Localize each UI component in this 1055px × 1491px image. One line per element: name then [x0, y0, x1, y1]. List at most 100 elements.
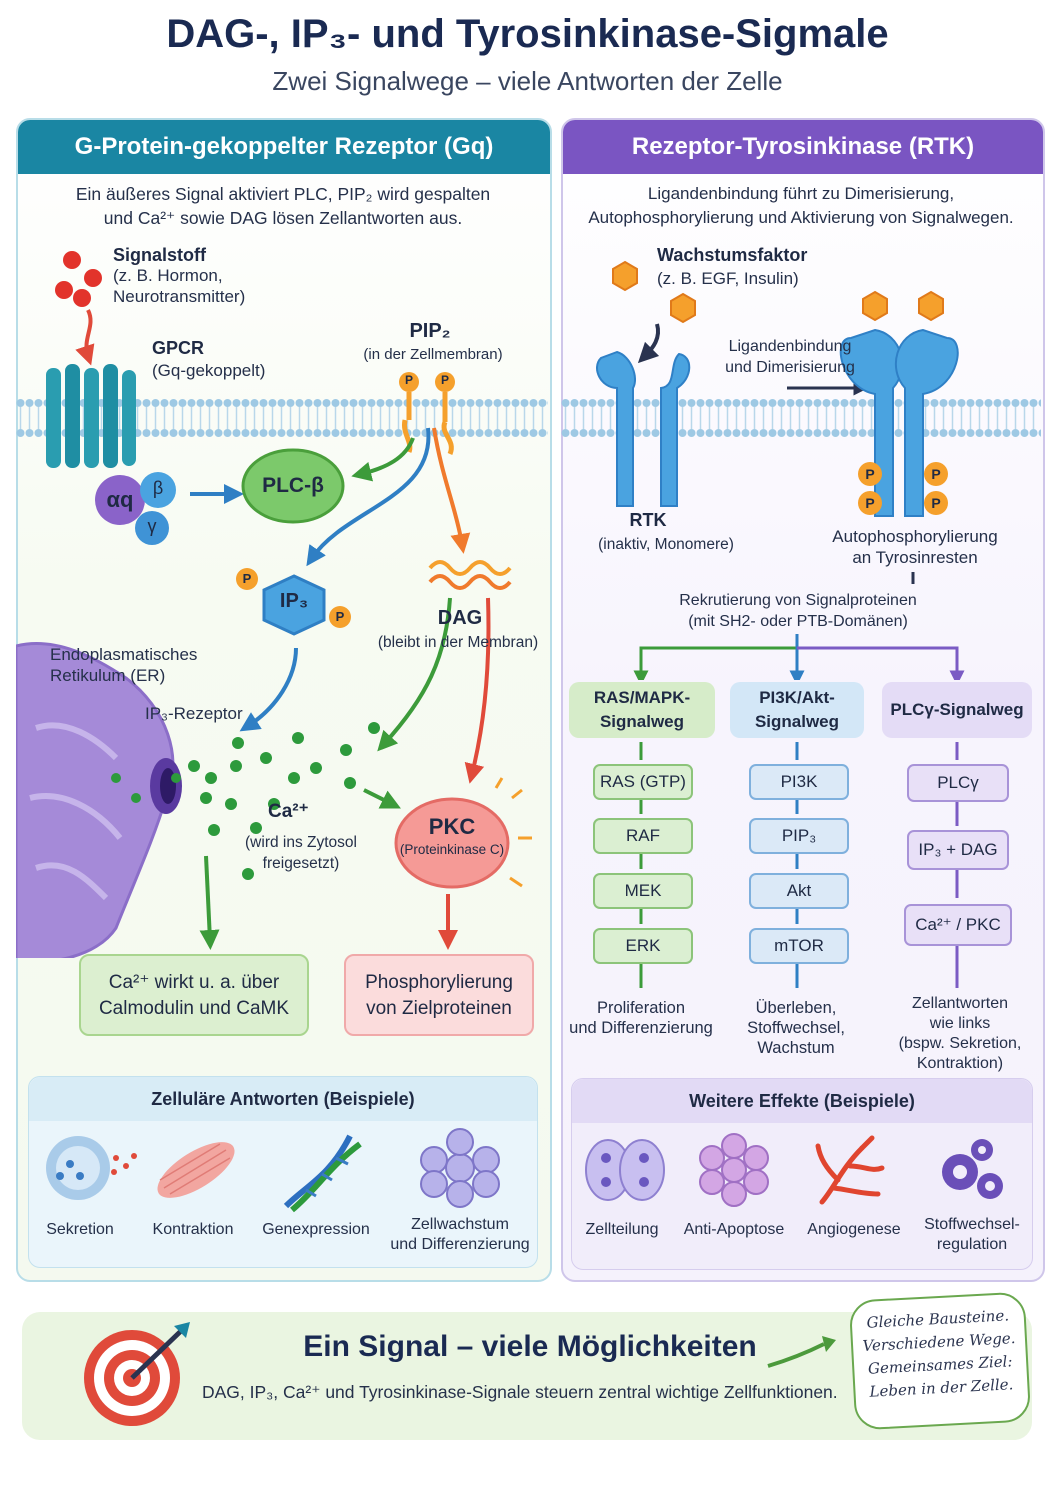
target-icon [84, 1322, 190, 1426]
dag-to-pkc-arrow [464, 597, 491, 784]
er-label-line: Retikulum (ER) [50, 666, 166, 685]
gq-diagram [16, 251, 548, 958]
effect-label-line: Zellwachstum [411, 1216, 509, 1233]
g-alpha-icon [95, 475, 145, 525]
pathway-head-plcg: PLCγ-Signalweg [882, 682, 1032, 738]
ip3-label: IP₃ [279, 590, 309, 612]
pathway-head-line: RAS/MAPK- [593, 688, 691, 707]
phosphotyrosine: P [858, 462, 882, 486]
gq-intro-line: und Ca²⁺ sowie DAG lösen Zellantworten a… [103, 208, 463, 228]
pip2-to-dag-arrow [432, 427, 471, 554]
binding-label-line: Ligandenbindung [728, 338, 852, 355]
ligand-bound-icon [862, 290, 944, 322]
pkc-icon [394, 797, 510, 889]
growth-factor-title: Wachstumsfaktor [657, 245, 808, 265]
effect-label: Sekretion [46, 1221, 114, 1238]
recruitment-label-line: Rekrutierung von Signalproteinen [679, 592, 917, 609]
secretion-icon [46, 1136, 137, 1200]
signal-desc-line: Neurotransmitter) [113, 287, 246, 306]
rtk-panel-header: Rezeptor-Tyrosinkinase (RTK) [563, 120, 1043, 174]
signal-arrow [75, 309, 95, 366]
er-label-line: Endoplasmatisches [50, 645, 198, 664]
gpcr-icon [46, 364, 136, 468]
dag-to-ca-arrow [377, 597, 452, 752]
g-alpha-label: αq [106, 487, 134, 512]
pathway-head-mapk: RAS/MAPK- Signalweg [569, 682, 715, 738]
pip2-phosphate-label: P [440, 373, 449, 387]
phosphotyrosine: P [924, 491, 948, 515]
gq-panel-header: G-Protein-gekoppelter Rezeptor (Gq) [18, 120, 550, 174]
effect-label: Anti-Apoptose [683, 1221, 785, 1238]
effect-label: Genexpression [262, 1221, 370, 1238]
pathway-step: Ca²⁺ / PKC [904, 904, 1012, 946]
signal-desc: (z. B. Hormon, Neurotransmitter) [113, 265, 245, 307]
plc-label: PLC-β [262, 474, 324, 497]
further-effects-title: Weitere Effekte (Beispiele) [572, 1079, 1032, 1123]
effect-label-line: regulation [936, 1236, 1008, 1253]
g-beta-label: β [152, 478, 164, 498]
recruitment-label: Rekrutierung von Signalproteinen (mit SH2… [668, 590, 928, 632]
pathway-step: IP₃ + DAG [907, 830, 1009, 870]
signal-title: Signalstoff [113, 245, 206, 265]
ca-result-line: Calmodulin und CaMK [98, 998, 290, 1019]
signal-desc-line: (z. B. Hormon, [113, 266, 223, 285]
recruitment-label-line: (mit SH2- oder PTB-Domänen) [688, 613, 908, 630]
growth-factor-icon [612, 260, 696, 324]
pip2-sub: (in der Zellmembran) [363, 346, 503, 363]
ip3-phosphate: P [329, 606, 351, 628]
effect-label-line: Stoffwechsel- [924, 1216, 1020, 1233]
pkc-result-line: von Zielproteinen [366, 998, 512, 1019]
calcium-ions-icon [111, 722, 380, 880]
pathway-step: PIP₃ [749, 818, 849, 854]
effect-label: Angiogenese [807, 1221, 901, 1238]
rtk-intro-line: Ligandenbindung führt zu Dimerisierung, [647, 184, 955, 203]
ca-title: Ca²⁺ [268, 801, 309, 822]
ca-desc-line: freigesetzt) [262, 855, 340, 872]
pathway-output-line: wie links [929, 1015, 991, 1032]
rtk-intro: Ligandenbindung führt zu Dimerisierung, … [565, 182, 1037, 230]
binding-label: Ligandenbindung und Dimerisierung [700, 336, 880, 378]
summary-title: Ein Signal – viele Möglichkeiten [303, 1330, 757, 1363]
pathway-output-line: und Differenzierung [569, 1019, 713, 1037]
blood-vessel-icon [815, 1135, 885, 1205]
pkc-label: PKC [428, 814, 476, 839]
rtk-sub: (inaktiv, Monomere) [598, 536, 734, 553]
cellular-responses-title: Zelluläre Antworten (Beispiele) [29, 1077, 537, 1121]
pathway-step: RAF [593, 818, 693, 854]
pkc-result-box: Phosphorylierung von Zielproteinen [344, 954, 534, 1036]
pkc-result-line: Phosphorylierung [365, 972, 513, 993]
cell-cluster-icon [420, 1128, 500, 1208]
binding-label-line: und Dimerisierung [725, 359, 855, 376]
further-effect-icons [585, 1133, 1003, 1207]
pathway-head-line: Signalweg [599, 712, 685, 731]
dna-icon [283, 1134, 362, 1213]
ca-to-pkc-arrow [363, 788, 401, 809]
pathway-step: PLCγ [907, 764, 1009, 802]
pkc-sub: (Proteinkinase C) [399, 842, 505, 857]
pathway-output-line: Stoffwechsel, [747, 1019, 845, 1037]
signal-molecule-icon [55, 251, 102, 307]
phosphotyrosine: P [858, 491, 882, 515]
pathway-step: Akt [749, 873, 849, 909]
effect-label: Stoffwechsel-regulation [912, 1215, 1032, 1255]
pathway-output-line: Überleben, [755, 999, 837, 1017]
pathway-head-line: Signalweg [754, 712, 840, 731]
autophos-label-line: Autophosphorylierung [832, 527, 998, 546]
page-title: DAG-, IP₃- und Tyrosinkinase-Sigmale [166, 12, 889, 56]
dag-icon [428, 560, 512, 590]
note-arrow-icon [767, 1336, 836, 1368]
plc-beta-icon [241, 448, 345, 524]
effect-label: Kontraktion [152, 1221, 234, 1238]
gq-intro: Ein äußeres Signal aktiviert PLC, PIP₂ w… [20, 182, 546, 230]
pathway-output-line: (bspw. Sekretion, [898, 1035, 1022, 1052]
pip2-phosphate-label: P [404, 373, 413, 387]
pathway-head-line: PI3K/Akt- [759, 688, 835, 707]
pkc-glow-icon [494, 777, 532, 888]
ip3-to-receptor-arrow [239, 647, 298, 732]
pathway-arrows [639, 742, 959, 988]
